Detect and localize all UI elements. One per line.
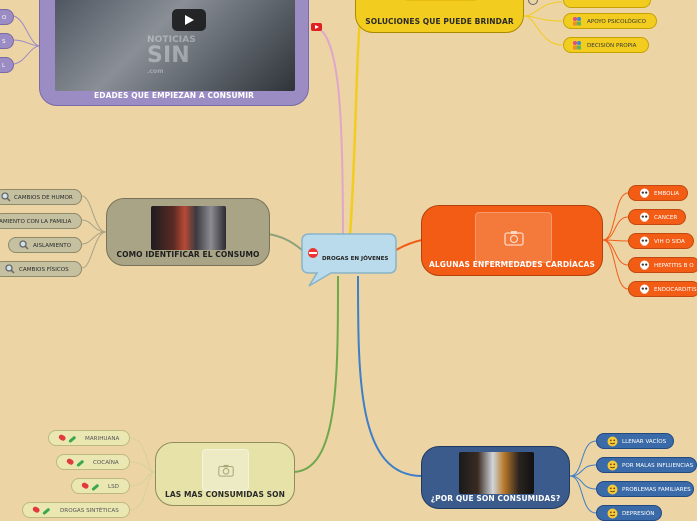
consumidas-item-4[interactable]: DROGAS SINTÉTICAS xyxy=(22,502,130,518)
enfermedades-item-5[interactable]: ENDOCARDITIS xyxy=(628,281,697,297)
smiley-icon xyxy=(607,484,618,495)
enfermedades-item-3[interactable]: VIH O SIDA xyxy=(628,233,694,249)
magnifier-icon xyxy=(19,240,29,250)
people-icon xyxy=(572,16,582,26)
edades-label: EDADES QUE EMPIEZAN A CONSUMIR xyxy=(94,91,254,100)
pills-icon xyxy=(58,433,80,444)
identificar-item-1[interactable]: CAMBIOS DE HUMOR xyxy=(0,189,82,205)
video-thumbnail[interactable]: NOTICIAS SIN .com xyxy=(55,0,295,91)
edades-item-3[interactable]: L xyxy=(0,57,14,73)
identificar-item-4[interactable]: CAMBIOS FÍSICOS xyxy=(0,261,82,277)
central-label: DROGAS EN JÓVENES xyxy=(322,256,389,262)
callout-shape xyxy=(301,233,397,287)
identificar-item-2[interactable]: AMIENTO CON LA FAMILIA xyxy=(0,213,82,229)
smiley-icon xyxy=(607,460,618,471)
pills-icon xyxy=(32,505,54,516)
consumidas-item-3[interactable]: LSD xyxy=(71,478,130,494)
youtube-icon[interactable] xyxy=(311,23,322,31)
skull-icon xyxy=(639,212,650,223)
play-icon xyxy=(185,15,194,25)
soluciones-item-1[interactable]: APOYO PSICOLÓGICO xyxy=(563,13,657,29)
consumidas-image-placeholder xyxy=(202,449,249,491)
consumidas-item-2[interactable]: COCAÍNA xyxy=(56,454,130,470)
edades-item-1[interactable]: O xyxy=(0,9,14,25)
camera-icon xyxy=(503,230,524,246)
enfermedades-item-1[interactable]: EMBOLIA xyxy=(628,185,688,201)
consumidas-item-1[interactable]: MARIHUANA xyxy=(48,430,130,446)
consumidas-node[interactable]: LAS MAS CONSUMIDAS SON xyxy=(155,442,295,506)
skull-icon xyxy=(639,236,650,247)
skull-icon xyxy=(639,188,650,199)
pill-icon xyxy=(308,248,318,258)
soluciones-item-2[interactable]: DECISIÓN PROPIA xyxy=(563,37,649,53)
smiley-icon xyxy=(607,508,618,519)
edades-item-2[interactable]: S xyxy=(0,33,14,49)
play-button[interactable] xyxy=(172,9,206,31)
identificar-node[interactable]: COMO IDENTIFICAR EL CONSUMO xyxy=(106,198,270,266)
pills-icon xyxy=(81,481,103,492)
magnifier-icon xyxy=(5,264,15,274)
enfermedades-label: ALGUNAS ENFERMEDADES CARDÍACAS xyxy=(429,260,595,269)
soluciones-label: SOLUCIONES QUE PUEDE BRINDAR xyxy=(365,17,514,26)
camera-icon xyxy=(217,464,234,477)
skull-icon xyxy=(639,260,650,271)
edades-node[interactable]: NOTICIAS SIN .com EDADES QUE EMPIEZAN A … xyxy=(39,0,309,106)
soluciones-image-placeholder xyxy=(403,0,478,1)
porque-label: ¿POR QUE SON CONSUMIDAS? xyxy=(430,494,561,503)
soluciones-node[interactable]: SOLUCIONES QUE PUEDE BRINDAR xyxy=(355,0,524,33)
smiley-icon xyxy=(607,436,618,447)
consumidas-label: LAS MAS CONSUMIDAS SON xyxy=(164,490,286,499)
central-topic[interactable]: DROGAS EN JÓVENES xyxy=(301,233,397,289)
enfermedades-image-placeholder xyxy=(475,212,552,263)
enfermedades-item-4[interactable]: HEPATITIS B O xyxy=(628,257,697,273)
pills-icon xyxy=(66,457,88,468)
video-watermark: NOTICIAS SIN .com xyxy=(147,35,196,75)
identificar-item-3[interactable]: AISLAMIENTO xyxy=(8,237,82,253)
skull-icon xyxy=(639,284,650,295)
identificar-photo xyxy=(151,206,226,250)
porque-node[interactable]: ¿POR QUE SON CONSUMIDAS? xyxy=(421,446,570,509)
people-icon xyxy=(572,40,582,50)
soluciones-item-top[interactable] xyxy=(563,0,651,8)
magnifier-icon xyxy=(1,192,11,202)
enfermedades-item-2[interactable]: CANCER xyxy=(628,209,686,225)
enfermedades-node[interactable]: ALGUNAS ENFERMEDADES CARDÍACAS xyxy=(421,205,603,276)
porque-item-2[interactable]: POR MALAS INFLUENCIAS xyxy=(596,457,697,473)
porque-item-1[interactable]: LLENAR VACÍOS xyxy=(596,433,674,449)
porque-item-3[interactable]: PROBLEMAS FAMILIARES xyxy=(596,481,694,497)
identificar-label: COMO IDENTIFICAR EL CONSUMO xyxy=(116,250,260,259)
porque-item-4[interactable]: DEPRESIÓN xyxy=(596,505,662,521)
porque-photo xyxy=(459,452,534,494)
